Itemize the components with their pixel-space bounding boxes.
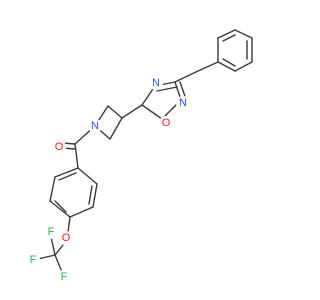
fluorine-label: F: [57, 270, 71, 284]
bond-layer: [37, 29, 253, 273]
nitrogen-label: N: [149, 76, 163, 90]
atom-n-oxadiazole-right: N: [179, 97, 187, 109]
atom-f-left: F: [30, 254, 37, 266]
oxygen-label: O: [59, 231, 73, 245]
bond: [74, 143, 79, 169]
bond: [179, 81, 187, 100]
atom-label-layer: N N O N O O F F: [26, 76, 190, 284]
bond: [77, 167, 98, 185]
bond: [50, 236, 56, 256]
bond: [234, 29, 253, 39]
bond: [234, 61, 253, 72]
atom-n-azetidine: N: [91, 120, 99, 132]
bond: [222, 58, 236, 67]
oxygen-label: O: [52, 140, 66, 154]
bond: [67, 216, 71, 233]
atom-n-oxadiazole-top: N: [152, 77, 160, 89]
bond: [54, 254, 63, 273]
bond: [107, 105, 123, 119]
molecule-structure: N N O N O O F F: [0, 0, 300, 300]
bond: [217, 29, 236, 39]
bond: [197, 61, 219, 72]
bond: [49, 200, 71, 218]
bond: [49, 176, 56, 202]
bond: [69, 206, 94, 218]
bond: [37, 254, 56, 260]
oxygen-label: O: [159, 116, 173, 130]
fluorine-label: F: [26, 253, 40, 267]
bond: [54, 200, 67, 213]
fluorine-label: F: [44, 225, 58, 239]
bond: [174, 70, 199, 83]
bond: [141, 104, 163, 120]
bond: [54, 244, 64, 256]
bond: [58, 172, 77, 181]
atom-o-ether: O: [62, 232, 71, 244]
atom-f-top: F: [48, 226, 55, 238]
bond: [54, 167, 79, 178]
bond: [109, 117, 123, 140]
bond: [88, 185, 93, 205]
atom-o-carbonyl: O: [55, 141, 64, 153]
atom-o-oxadiazole: O: [162, 117, 171, 129]
nitrogen-label: N: [88, 119, 102, 133]
canvas-background: [0, 0, 300, 300]
bond: [222, 34, 236, 42]
bond: [156, 86, 178, 92]
bond: [92, 183, 98, 208]
bond: [121, 104, 143, 119]
nitrogen-label: N: [176, 96, 190, 110]
atom-f-bottom: F: [61, 271, 68, 283]
bond: [217, 61, 236, 72]
